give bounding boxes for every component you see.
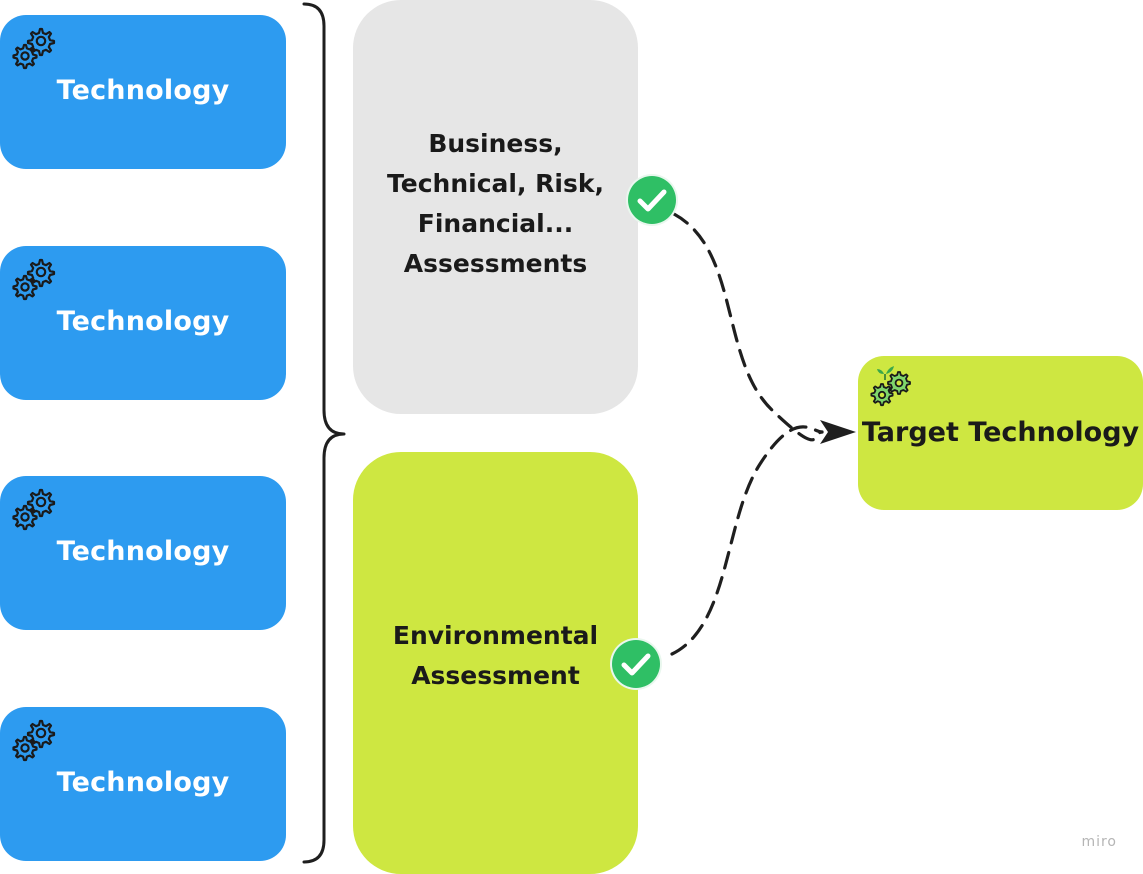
arrowhead (820, 420, 856, 444)
green-gears-icon (870, 366, 911, 407)
technology-box[interactable]: Technology (0, 246, 286, 400)
gears-icon (12, 258, 56, 301)
general-assessments-label: Business, Technical, Risk, Financial... … (387, 129, 604, 278)
target-technology-label: Target Technology (861, 417, 1140, 448)
general-assessments-box[interactable]: Business, Technical, Risk, Financial... … (353, 0, 638, 414)
technology-label: Technology (56, 767, 230, 798)
gears-icon (12, 488, 56, 531)
technology-box[interactable]: Technology (0, 476, 286, 630)
technology-label: Technology (56, 306, 230, 337)
technology-box[interactable]: Technology (0, 707, 286, 861)
target-technology-box[interactable]: Target Technology (858, 356, 1143, 510)
gears-icon (12, 719, 56, 762)
technology-label: Technology (56, 75, 230, 106)
gears-icon (12, 27, 56, 70)
technology-box[interactable]: Technology (0, 15, 286, 169)
technology-label: Technology (56, 536, 230, 567)
check-circle-icon (610, 638, 662, 690)
curly-brace (302, 2, 346, 864)
connector-general-to-target (672, 212, 824, 442)
check-circle-icon (626, 174, 678, 226)
miro-watermark: miro (1081, 834, 1117, 850)
connector-environmental-to-target (670, 425, 824, 656)
environmental-assessment-label: Environmental Assessment (392, 621, 599, 690)
environmental-assessment-box[interactable]: Environmental Assessment (353, 452, 638, 874)
